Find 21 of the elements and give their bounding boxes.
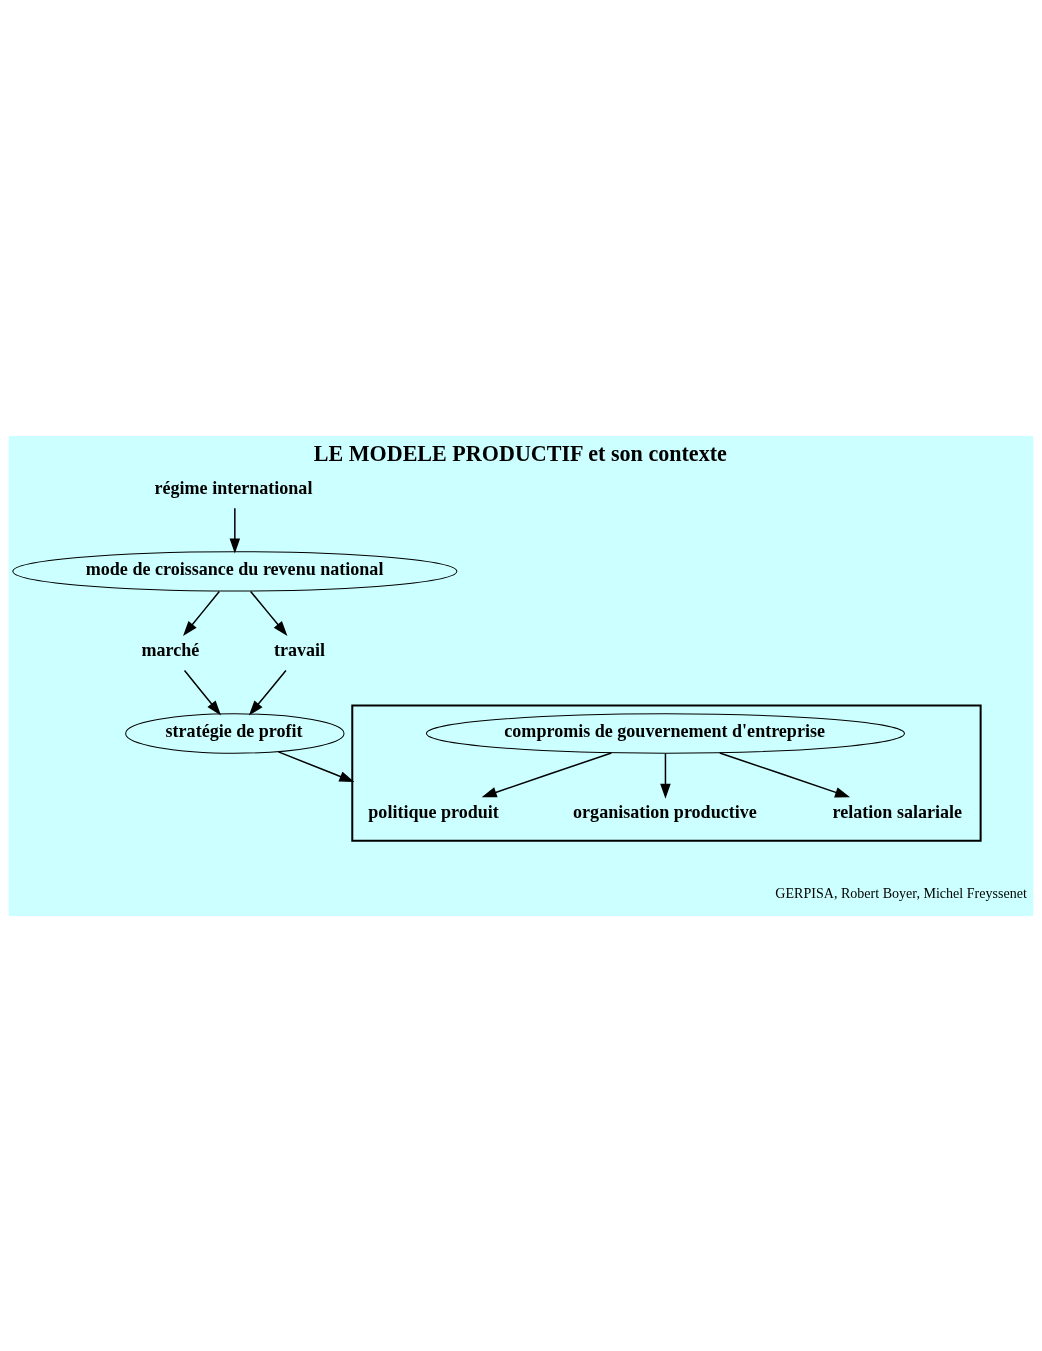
arrow [229,507,241,553]
node-text: travail [273,639,326,660]
arrow [248,669,287,715]
node-text: régime international [154,477,313,498]
cluster [351,704,982,842]
arrow [277,750,355,782]
arrow [183,669,222,715]
arrow [249,590,288,636]
arrow [719,751,851,797]
arrow [183,590,221,636]
node-text: marché [141,639,200,660]
node-ellipse: compromis de gouvernement d'entreprise [425,712,905,754]
arrow [481,751,613,797]
node-text: relation salariale [832,801,963,822]
node-ellipse: mode de croissance du revenu national [12,550,458,591]
node-text: politique produit [368,801,499,822]
arrow [660,752,671,799]
node-ellipse: stratégie de profit [125,712,345,754]
node-text: organisation productive [573,801,757,822]
diagram-title: LE MODELE PRODUCTIF et son contexte [313,440,727,466]
label: GERPISA, Robert Boyer, Michel Freyssenet [775,884,1027,901]
